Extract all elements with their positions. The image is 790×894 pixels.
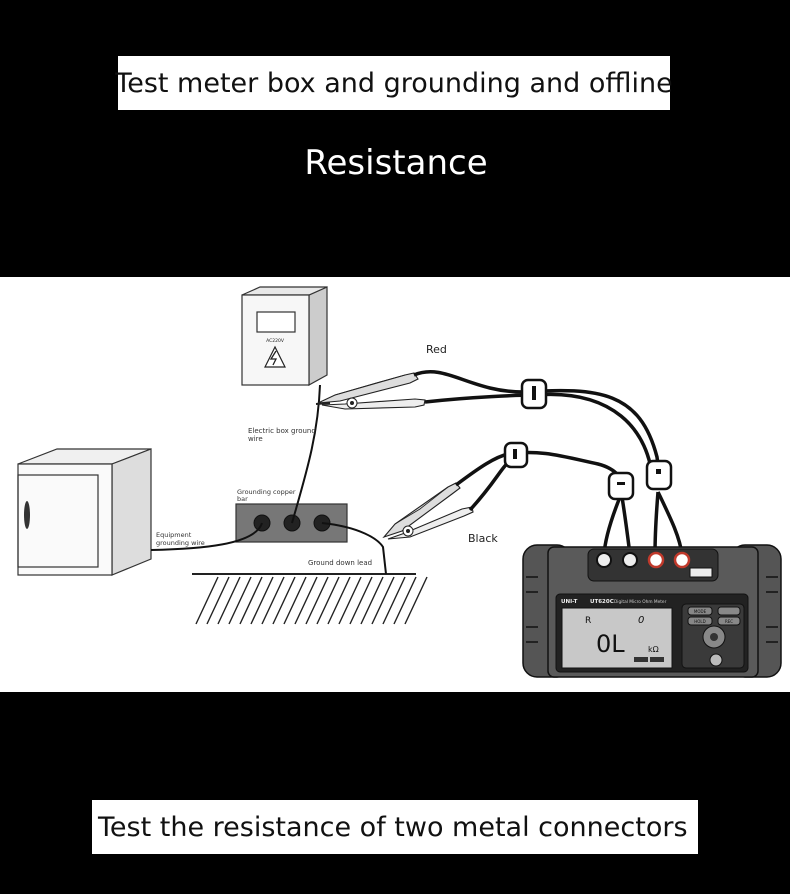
display-unit: kΩ xyxy=(648,645,659,654)
subtitle-banner: Resistance xyxy=(258,140,534,186)
display-counter: 0 xyxy=(638,615,644,626)
hold-button[interactable] xyxy=(687,616,713,626)
rec-button[interactable] xyxy=(717,616,741,626)
ground-hatch-line xyxy=(261,576,285,625)
red-lead-plug xyxy=(645,459,673,491)
ground-hatch-line xyxy=(371,576,395,625)
electric-box-ground-wire-label-2: wire xyxy=(248,435,263,443)
red-probe-clip xyxy=(315,372,426,410)
power-button-icon[interactable] xyxy=(709,653,723,667)
equipment-wire-label: Equipment xyxy=(156,531,192,539)
red-lead-splitter xyxy=(520,378,548,410)
equipment-grounding-wire xyxy=(150,522,263,551)
zero-button[interactable] xyxy=(717,606,741,616)
cabinet-handle-icon xyxy=(24,501,30,529)
title-banner: Test meter box and grounding and offline xyxy=(115,56,673,110)
grounding-bar-label-2: bar xyxy=(237,495,248,503)
ground-hatch-line xyxy=(239,576,263,625)
ground-down-lead-label: Ground down lead xyxy=(308,559,372,567)
ground-down-lead xyxy=(321,522,387,575)
grounding-bar-label: Grounding copper xyxy=(237,488,296,496)
model-description: Digital Micro Ohm Meter xyxy=(614,599,667,605)
brand-logo: UNI-T xyxy=(561,599,578,605)
ground-hatch-line xyxy=(305,576,329,625)
electric-box: AC220V xyxy=(241,286,328,387)
ground-hatch-line xyxy=(360,576,384,625)
ground-hatch-line xyxy=(195,576,219,625)
high-voltage-warning-icon xyxy=(264,345,286,368)
ground-hatch-line xyxy=(393,576,417,625)
keypad: MODE HOLD REC xyxy=(681,603,745,669)
input-terminals xyxy=(596,551,691,569)
display-mode: R xyxy=(585,616,591,626)
mode-button[interactable] xyxy=(687,606,713,616)
grounding-copper-bar xyxy=(235,503,348,543)
ground-hatch-line xyxy=(250,576,274,625)
mode-button-label: MODE xyxy=(694,609,707,614)
micro-ohm-meter: UNI-T UT620C Digital Micro Ohm Meter R 0… xyxy=(522,544,782,678)
ground-hatch-line xyxy=(349,576,373,625)
model-label: UT620C xyxy=(590,599,614,605)
black-lead-splitter xyxy=(503,441,529,469)
ground-hatch-line xyxy=(206,576,230,625)
voltage-label: AC220V xyxy=(266,338,285,344)
ground-hatch-line xyxy=(294,576,318,625)
equipment-cabinet xyxy=(17,448,152,576)
electric-box-ground-wire xyxy=(291,384,321,524)
hold-button-label: HOLD xyxy=(694,619,705,624)
electric-box-ground-wire-label: Electric box ground xyxy=(248,427,316,435)
ground-hatch-line xyxy=(327,576,351,625)
wiring-diagram: AC220V xyxy=(0,277,790,692)
ground-hatch-line xyxy=(404,576,428,625)
ground-hatch-line xyxy=(382,576,406,625)
display-value: 0L xyxy=(596,630,625,658)
red-test-leads xyxy=(413,369,684,556)
ground-hatch-line xyxy=(316,576,340,625)
black-lead-label: Black xyxy=(468,532,498,545)
ground-hatch-line xyxy=(228,576,252,625)
equipment-wire-label-2: grounding wire xyxy=(156,539,205,547)
rec-button-label: REC xyxy=(725,619,733,624)
red-lead-label: Red xyxy=(426,343,447,356)
black-probe-clip xyxy=(382,482,474,540)
black-lead-plug xyxy=(607,471,635,501)
caption-banner: Test the resistance of two metal connect… xyxy=(92,800,698,854)
ground-surface xyxy=(192,573,428,625)
ground-hatch-line xyxy=(272,576,296,625)
ground-hatch-line xyxy=(283,576,307,625)
ground-hatch-line xyxy=(217,576,241,625)
ground-hatch-line xyxy=(338,576,362,625)
